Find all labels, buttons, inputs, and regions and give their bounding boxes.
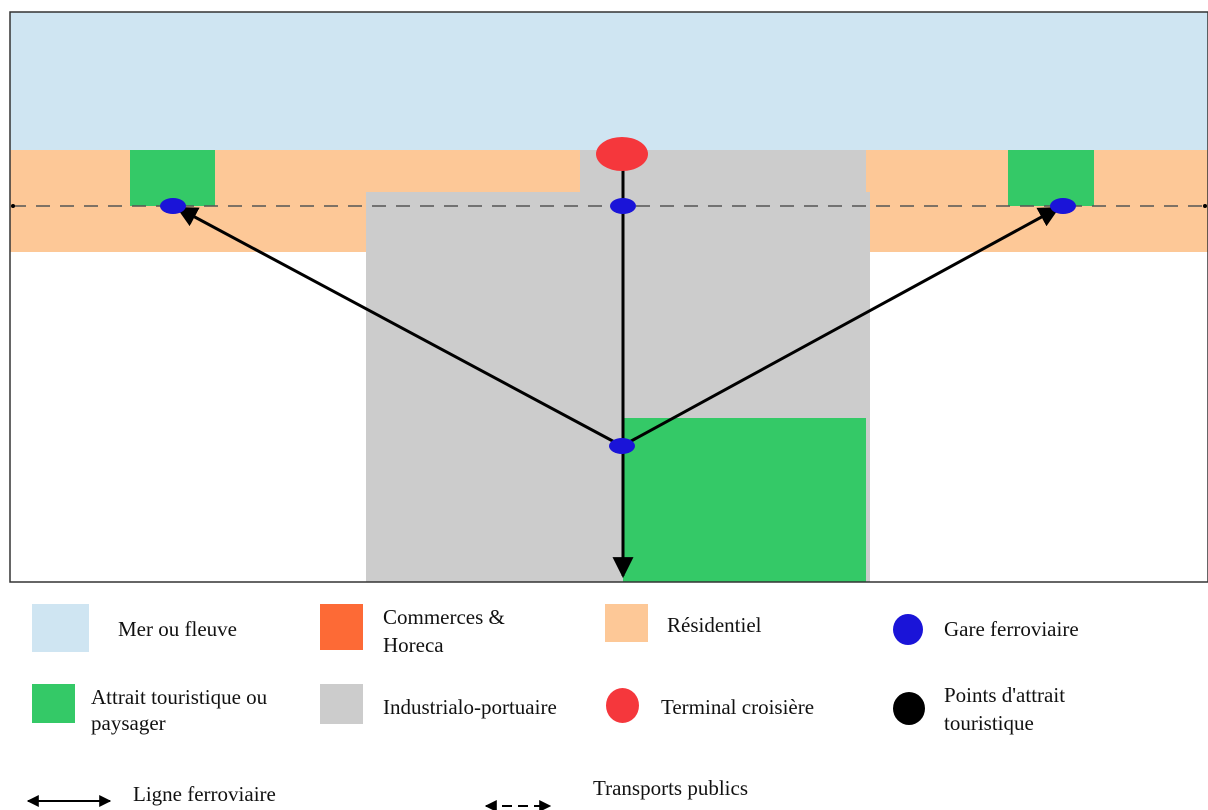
- residential-middle: [366, 150, 580, 192]
- port-city-diagram: [9, 11, 1208, 583]
- station-marker-right: [1050, 198, 1076, 214]
- transport-line-end-left: [11, 204, 15, 208]
- legend-label-industrial: Industrialo-portuaire: [383, 695, 557, 719]
- legend-swatch-tourist: [32, 684, 75, 723]
- legend-icon-attraction-point: [893, 692, 925, 725]
- legend-icon-rail-line: [26, 795, 112, 807]
- legend-label-cruise-terminal: Terminal croisière: [661, 695, 815, 719]
- diagram-frame: [9, 11, 1208, 583]
- legend-label-residential: Résidentiel: [667, 613, 762, 637]
- legend-label-attraction-line1: Points d'attrait: [944, 683, 1066, 707]
- legend-label-attraction-line2: touristique: [944, 711, 1034, 735]
- tourist-area-left: [130, 150, 215, 206]
- legend-label-commerce-line1: Commerces &: [383, 605, 505, 629]
- legend-icon-station: [893, 614, 923, 645]
- station-marker-hub: [609, 438, 635, 454]
- legend-swatch-industrial: [320, 684, 363, 724]
- legend-swatch-residential: [605, 604, 648, 642]
- legend-label-public-transport: Transports publics: [593, 776, 748, 800]
- cruise-terminal-marker: [596, 137, 648, 171]
- legend-icon-cruise-terminal: [606, 688, 639, 723]
- station-marker-left: [160, 198, 186, 214]
- rail-line-to-right-station: [621, 206, 1060, 448]
- rail-line-to-left-station: [176, 206, 623, 448]
- tourist-area-right: [1008, 150, 1094, 206]
- legend-label-station: Gare ferroviaire: [944, 617, 1079, 641]
- transport-line-end-right: [1203, 204, 1207, 208]
- tourist-area-center: [623, 418, 866, 582]
- legend-swatch-commerce: [320, 604, 363, 650]
- legend-label-commerce-line2: Horeca: [383, 633, 444, 657]
- legend-label-sea: Mer ou fleuve: [118, 617, 237, 641]
- legend-label-rail-line: Ligne ferroviaire: [133, 782, 276, 806]
- legend-label-tourist-line2: paysager: [91, 711, 166, 735]
- legend-swatch-sea: [32, 604, 89, 652]
- station-marker-center-top: [610, 198, 636, 214]
- legend-label-tourist-line1: Attrait touristique ou: [91, 685, 268, 709]
- legend-icon-public-transport: [484, 800, 552, 810]
- sea-area: [10, 12, 1208, 150]
